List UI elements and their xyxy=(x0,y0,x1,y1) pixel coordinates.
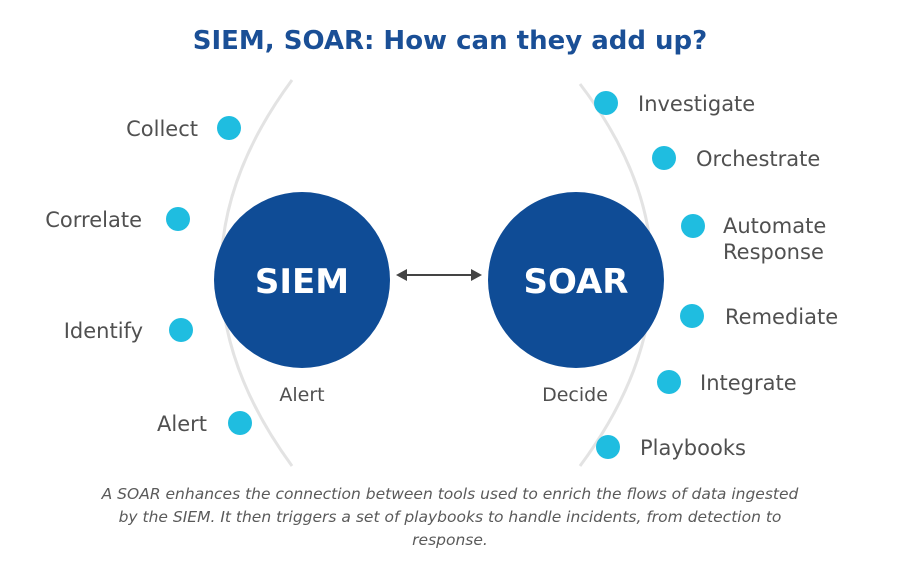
dot-collect xyxy=(217,116,241,140)
dot-remediate xyxy=(680,304,704,328)
step-response: Response xyxy=(723,240,824,264)
step-integrate: Integrate xyxy=(700,371,797,395)
step-automate: Automate xyxy=(723,214,826,238)
siem-label: SIEM xyxy=(255,262,349,302)
dot-playbooks xyxy=(596,435,620,459)
caption: A SOAR enhances the connection between t… xyxy=(101,485,799,549)
step-alert: Alert xyxy=(157,412,207,436)
dot-identify xyxy=(169,318,193,342)
siem-sub-label: Alert xyxy=(279,384,324,406)
dot-investigate xyxy=(594,91,618,115)
step-playbooks: Playbooks xyxy=(640,436,746,460)
step-identify: Identify xyxy=(64,319,143,343)
step-correlate: Correlate xyxy=(45,208,142,232)
diagram-title: SIEM, SOAR: How can they add up? xyxy=(193,26,708,56)
siem-circle xyxy=(214,192,390,368)
soar-circle xyxy=(488,192,664,368)
step-dots xyxy=(166,91,705,459)
bidirectional-arrow-icon xyxy=(396,269,482,281)
soar-label: SOAR xyxy=(524,262,629,302)
dot-alert xyxy=(228,411,252,435)
step-orchestrate: Orchestrate xyxy=(696,147,820,171)
dot-automate-response xyxy=(681,214,705,238)
soar-sub-label: Decide xyxy=(542,384,608,406)
dot-correlate xyxy=(166,207,190,231)
step-investigate: Investigate xyxy=(638,92,755,116)
step-collect: Collect xyxy=(126,117,198,141)
step-remediate: Remediate xyxy=(725,305,838,329)
dot-integrate xyxy=(657,370,681,394)
dot-orchestrate xyxy=(652,146,676,170)
